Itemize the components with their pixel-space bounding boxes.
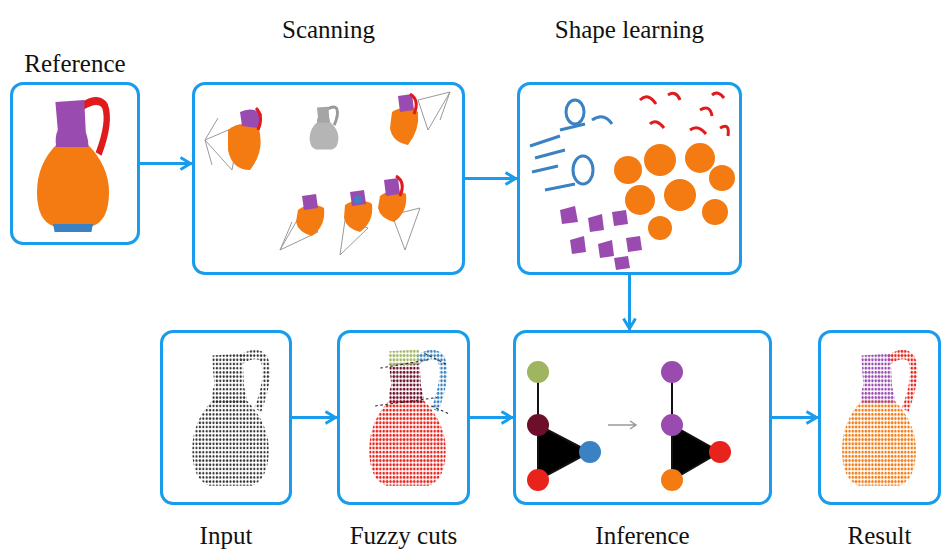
- stage-label: Result: [845, 522, 915, 550]
- stage-label: Scanning: [279, 16, 378, 44]
- stage-label: Inference: [592, 522, 692, 550]
- learned-fragments: [530, 93, 735, 270]
- input-box: Input: [160, 330, 292, 505]
- reference-box: Reference: [10, 82, 140, 245]
- flow-arrow: [470, 412, 513, 424]
- flow-arrow: [465, 173, 517, 185]
- inference-graphs: [527, 361, 731, 491]
- inference-box: Inference: [513, 330, 772, 505]
- fuzzy-cut-segments: [369, 349, 450, 485]
- flow-arrow: [624, 275, 636, 330]
- stage-label: Shape learning: [552, 16, 707, 44]
- stage-label: Reference: [21, 50, 128, 78]
- reference-jug: [37, 100, 109, 232]
- scan-illustration: [205, 92, 450, 255]
- flow-arrow: [772, 412, 818, 424]
- stage-label: Input: [197, 522, 256, 550]
- fuzzy-cuts-box: Fuzzy cuts: [337, 330, 470, 505]
- scanning-box: Scanning: [192, 82, 465, 275]
- result-segmentation: [842, 353, 916, 485]
- flow-arrow: [140, 158, 192, 170]
- result-box: Result: [818, 330, 941, 505]
- shape-learning-box: Shape learning: [517, 82, 742, 275]
- stage-label: Fuzzy cuts: [347, 522, 461, 550]
- flow-arrow: [292, 412, 337, 424]
- input-pointcloud: [192, 353, 269, 485]
